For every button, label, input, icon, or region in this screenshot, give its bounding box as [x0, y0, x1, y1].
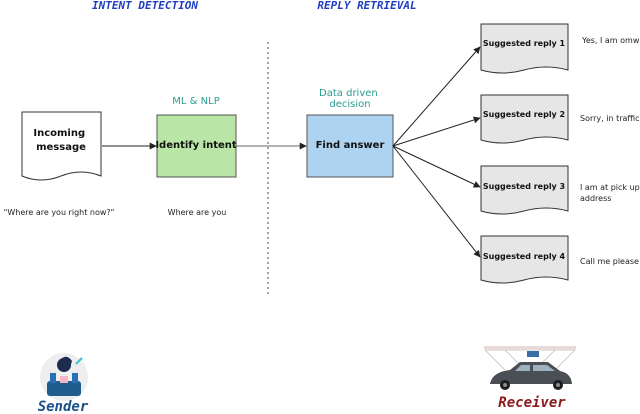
ml-nlp-label: ML & NLP — [172, 96, 219, 107]
section-title-intent-detection: INTENT DETECTION — [92, 0, 198, 12]
incoming-quote: "Where are you right now?" — [4, 208, 115, 217]
suggested-reply-3: Suggested reply 3 — [480, 165, 569, 215]
arrow-answer-to-reply-4 — [392, 145, 481, 258]
reply-text-1: Yes, I am omw — [581, 36, 640, 45]
receiver-label: Receiver — [498, 395, 566, 411]
reply-text-2: Sorry, in traffic — [580, 114, 640, 123]
suggested-reply-4: Suggested reply 4 — [480, 235, 569, 284]
sender-person-icon — [40, 353, 88, 401]
identify-intent-label: Identify intent — [155, 140, 237, 151]
suggested-reply-1: Suggested reply 1 — [480, 23, 569, 74]
reply-text-3: I am at pick up address — [580, 183, 640, 203]
receiver-car-icon — [484, 346, 576, 390]
intent-quote: Where are you — [168, 208, 227, 217]
suggested-reply-label: Suggested reply 2 — [483, 110, 565, 119]
arrow-answer-to-reply-2 — [392, 116, 481, 147]
data-driven-decision-label: Data driven decision — [319, 88, 381, 110]
suggested-reply-label: Suggested reply 4 — [483, 252, 566, 261]
arrow-answer-to-reply-1 — [392, 46, 481, 147]
section-title-reply-retrieval: REPLY RETRIEVAL — [317, 0, 416, 12]
incoming-message-document — [21, 111, 102, 181]
identify-intent-box — [156, 114, 237, 178]
suggested-reply-2: Suggested reply 2 — [480, 94, 569, 144]
sender-label: Sender — [38, 399, 89, 414]
incoming-message-label: Incoming message — [33, 128, 88, 153]
arrow-answer-to-reply-3 — [392, 145, 481, 188]
find-answer-label: Find answer — [316, 140, 385, 151]
suggested-reply-label: Suggested reply 1 — [483, 39, 566, 48]
suggested-reply-label: Suggested reply 3 — [483, 182, 565, 191]
reply-text-4: Call me please — [580, 257, 639, 266]
